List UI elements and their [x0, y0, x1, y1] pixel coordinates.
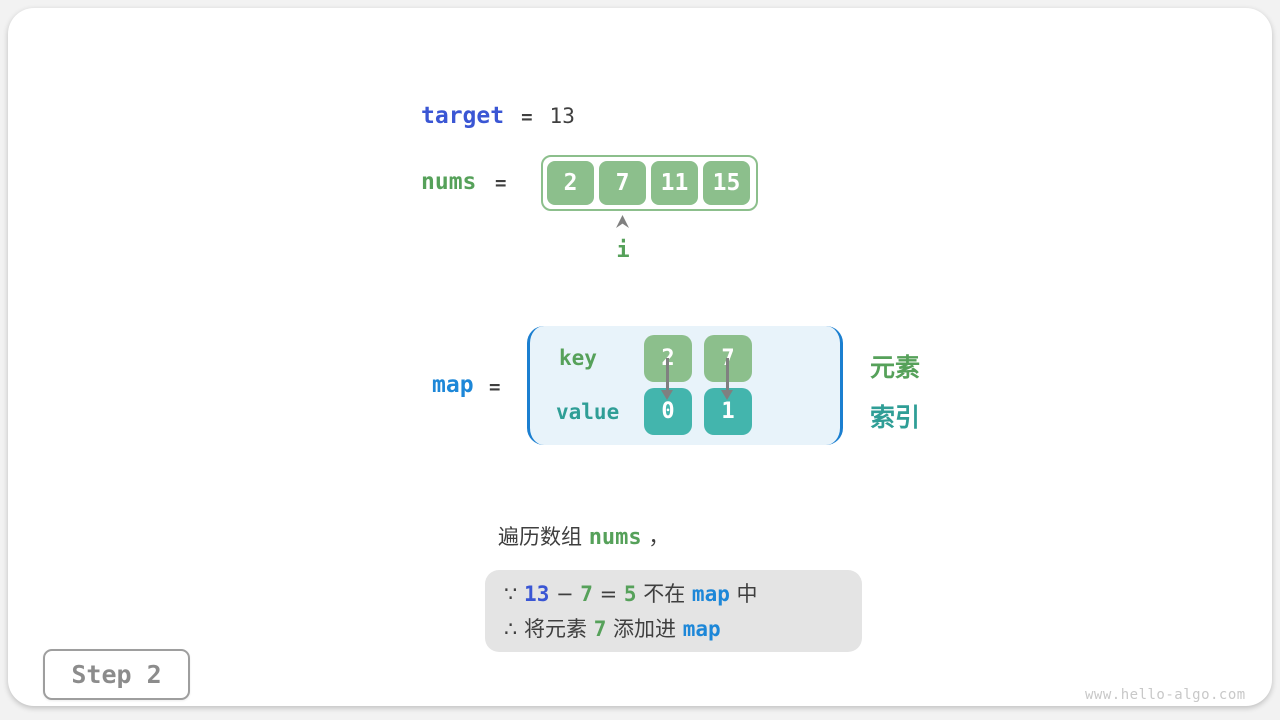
key-to-value-arrow — [661, 358, 674, 400]
therefore-text: ∴ 将元素 — [504, 617, 594, 641]
watermark: www.hello-algo.com — [1085, 687, 1246, 703]
caption-comma: ， — [641, 525, 670, 549]
element-label: 元素 — [870, 353, 921, 382]
step-badge: Step 2 — [43, 649, 190, 700]
element-ref: 7 — [593, 617, 607, 641]
equals-sign: = — [521, 106, 533, 128]
not-in-text: 不在 — [636, 582, 692, 606]
step-label: Step 2 — [71, 660, 162, 689]
target-value: 13 — [549, 104, 575, 128]
target-row: target = 13 — [421, 103, 575, 129]
difference-value: 5 — [623, 582, 637, 606]
note-line-1: ∵ 13 − 7 = 5 不在 map 中 — [504, 577, 843, 612]
element-ref: 7 — [580, 582, 593, 606]
arrow-head-icon — [721, 390, 733, 400]
map-value-cell: 1 — [704, 388, 752, 435]
arrow-shaft — [726, 358, 729, 392]
caption-text: 遍历数组 — [498, 525, 589, 549]
equals-sign: = — [489, 376, 501, 398]
array-cell: 2 — [547, 161, 594, 205]
key-row-label: key — [559, 346, 597, 370]
map-variable-name: map — [432, 372, 474, 398]
key-to-value-arrow — [721, 358, 734, 400]
note-line-2: ∴ 将元素 7 添加进 map — [504, 612, 843, 647]
equals-sign: = — [495, 172, 507, 194]
arrow-head-icon — [661, 390, 673, 400]
target-variable-name: target — [421, 103, 505, 129]
minus-sign: − — [549, 582, 581, 606]
nums-array: 2 7 11 15 — [541, 155, 758, 211]
map-ref: map — [691, 582, 730, 606]
pointer-label-i: i — [616, 238, 630, 263]
arrowhead-up-icon — [616, 215, 629, 228]
in-suffix-text: 中 — [729, 582, 758, 606]
array-cell: 15 — [703, 161, 750, 205]
caption-nums-ref: nums — [588, 525, 642, 550]
target-ref: 13 — [524, 582, 550, 606]
because-symbol: ∵ — [504, 582, 525, 606]
add-into-text: 添加进 — [606, 617, 683, 641]
arrow-shaft — [666, 358, 669, 392]
value-row-label: value — [556, 400, 620, 424]
map-container: key value 2 7 0 1 — [527, 326, 843, 445]
caption-line: 遍历数组 nums ， — [498, 521, 669, 551]
note-box: ∵ 13 − 7 = 5 不在 map 中 ∴ 将元素 7 添加进 map — [485, 570, 862, 652]
nums-variable-name: nums — [421, 169, 477, 195]
map-value-cell: 0 — [644, 388, 692, 435]
index-label: 索引 — [870, 403, 921, 432]
equals-text: = — [592, 582, 624, 606]
array-cell: 11 — [651, 161, 698, 205]
canvas-card: target=13 nums = 2 7 11 15 i map = key v… — [8, 8, 1272, 706]
map-ref: map — [682, 617, 721, 641]
array-cell: 7 — [599, 161, 646, 205]
